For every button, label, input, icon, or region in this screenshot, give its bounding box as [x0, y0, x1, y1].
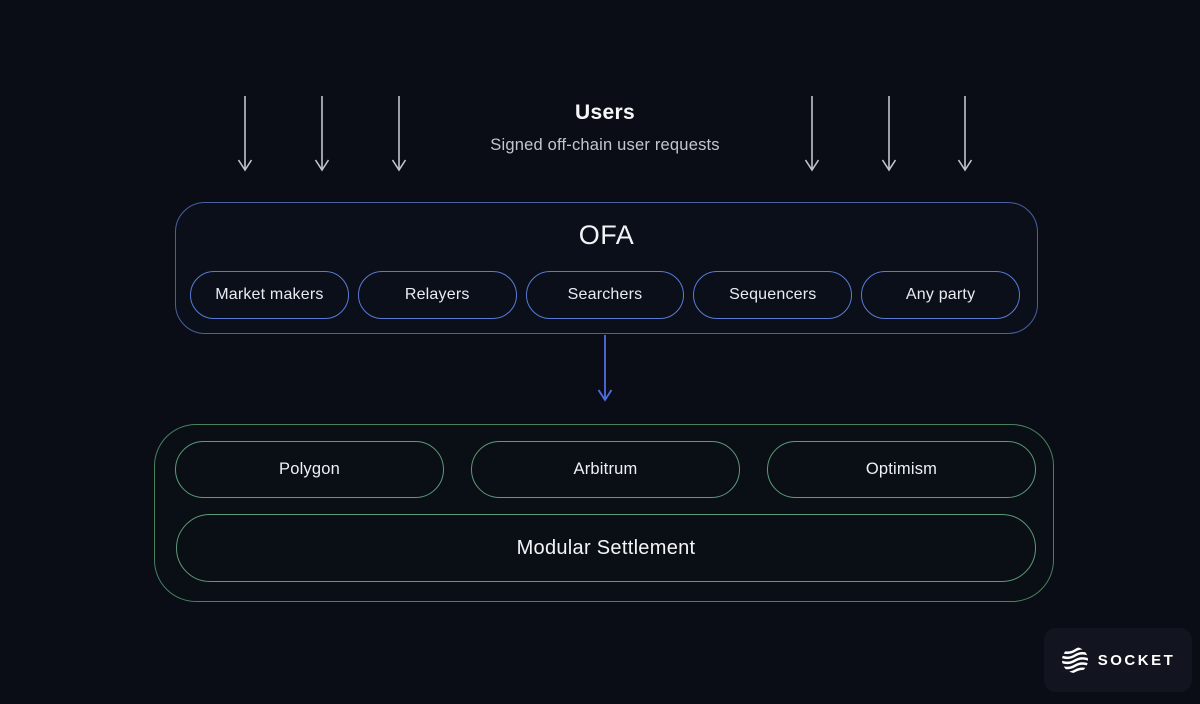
down-arrow-icon: [957, 96, 973, 172]
ofa-pill-any-party: Any party: [861, 271, 1020, 319]
socket-logo: SOCKET: [1044, 628, 1192, 692]
down-arrow-icon: [881, 96, 897, 172]
modular-settlement-bar: Modular Settlement: [176, 514, 1036, 582]
ofa-pill-sequencers: Sequencers: [693, 271, 853, 319]
ofa-box: OFA Market makers Relayers Searchers Seq…: [175, 202, 1038, 334]
users-subtitle: Signed off-chain user requests: [490, 136, 720, 154]
chain-pill-polygon: Polygon: [175, 441, 444, 498]
ofa-pill-row: Market makers Relayers Searchers Sequenc…: [190, 271, 1020, 319]
ofa-pill-relayers: Relayers: [357, 271, 517, 319]
chain-pill-optimism: Optimism: [767, 441, 1036, 498]
socket-wordmark: SOCKET: [1097, 651, 1176, 669]
chain-pill-row: Polygon Arbitrum Optimism: [175, 441, 1036, 498]
chain-pill-arbitrum: Arbitrum: [471, 441, 740, 498]
down-arrow-icon: [237, 96, 253, 172]
users-heading: Users Signed off-chain user requests: [385, 101, 825, 155]
ofa-pill-market-makers: Market makers: [190, 271, 349, 319]
down-arrow-icon: [314, 96, 330, 172]
connector-down-arrow-icon: [597, 335, 613, 402]
down-arrow-icon: [391, 96, 407, 172]
ofa-pill-searchers: Searchers: [525, 271, 685, 319]
ofa-title: OFA: [578, 220, 635, 250]
users-title: Users: [575, 101, 635, 124]
settlement-box: Polygon Arbitrum Optimism Modular Settle…: [154, 424, 1054, 602]
socket-wave-sphere-icon: [1061, 647, 1088, 673]
down-arrow-icon: [804, 96, 820, 172]
